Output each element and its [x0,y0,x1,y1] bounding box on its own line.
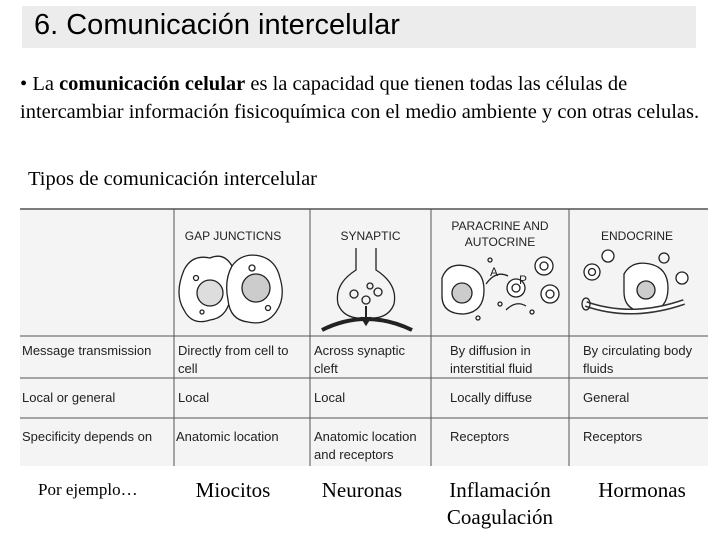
cell-gap-message: Directly from cell to cell [178,343,289,376]
example-hormonas: Hormonas [598,478,686,502]
cell-gap-specificity: Anatomic location [176,429,279,444]
example-neuronas: Neuronas [321,478,403,502]
row-label-local-or-general: Local or general [22,390,116,405]
communication-types-figure: GAP JUNCTICNS SYNAPTIC PARACRINE AND AUT… [20,208,708,466]
cell-endocrine-specificity: Receptors [583,429,643,444]
intro-rest: es la capacidad que tienen todas las cél… [20,73,700,123]
header-gap-junctions: GAP JUNCTICNS [184,229,282,243]
cell-paracrine-message: By diffusion in interstitial fluid [450,343,533,376]
header-synaptic: SYNAPTIC [340,229,401,243]
cell-paracrine-scope: Locally diffuse [450,390,533,405]
page-title: 6. Comunicación intercelular [34,9,400,41]
cell-synaptic-scope: Local [314,390,346,405]
paracrine-illustration [441,256,560,321]
section-subtitle: Tipos de comunicación intercelular [28,168,318,190]
endocrine-illustration [581,249,689,315]
title-bar [22,6,696,48]
cell-synaptic-message: Across synaptic cleft [314,343,406,376]
header-paracrine: PARACRINE AND AUTOCRINE [451,219,549,249]
gap-junctions-illustration [178,254,283,324]
row-label-message-transmission: Message transmission [22,343,152,358]
cell-paracrine-specificity: Receptors [450,429,510,444]
cell-endocrine-scope: General [583,390,630,405]
intro-bold-term: comunicación celular [59,73,246,95]
inset-label-p: P [518,273,527,287]
bullet: • [20,73,28,95]
cell-gap-scope: Local [178,390,210,405]
cell-synaptic-specificity: Anatomic location and receptors [314,429,417,462]
row-label-specificity: Specificity depends on [22,429,153,444]
inset-label-a: A [489,265,498,279]
example-inflamacion-coagulacion: Inflamación Coagulación [446,478,554,529]
figure-frame [20,208,708,466]
synaptic-illustration [321,248,413,332]
header-endocrine: ENDOCRINE [600,229,673,243]
example-miocitos: Miocitos [195,478,271,502]
cell-endocrine-message: By circulating body fluids [583,343,693,376]
examples-label: Por ejemplo… [38,480,138,499]
intro-lead: La [32,73,60,95]
intro-paragraph: • La comunicación celular es la capacida… [20,70,710,126]
